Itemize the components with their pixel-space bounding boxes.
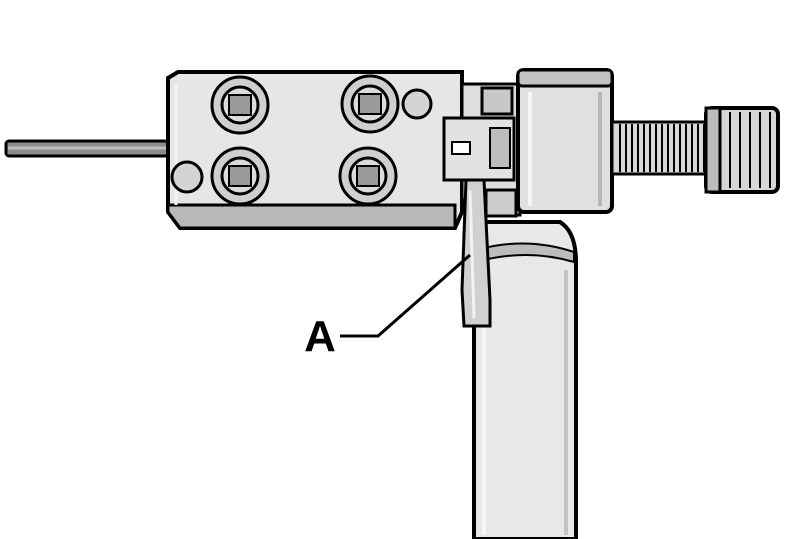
cap-screw	[340, 74, 400, 134]
clamp-mechanism	[442, 82, 522, 218]
adjustment-knob	[704, 106, 780, 194]
lever-arm	[460, 178, 492, 328]
cap-screw	[338, 146, 398, 206]
dowel-pin	[401, 88, 433, 120]
guide-rod	[4, 139, 170, 158]
cylinder-housing	[516, 68, 614, 214]
callout-label-a: A	[304, 312, 336, 361]
cap-screw	[210, 75, 270, 135]
callout-leader-line	[340, 253, 471, 338]
threaded-shaft	[610, 120, 714, 176]
dowel-pin	[170, 160, 204, 194]
cap-screw	[210, 146, 270, 206]
